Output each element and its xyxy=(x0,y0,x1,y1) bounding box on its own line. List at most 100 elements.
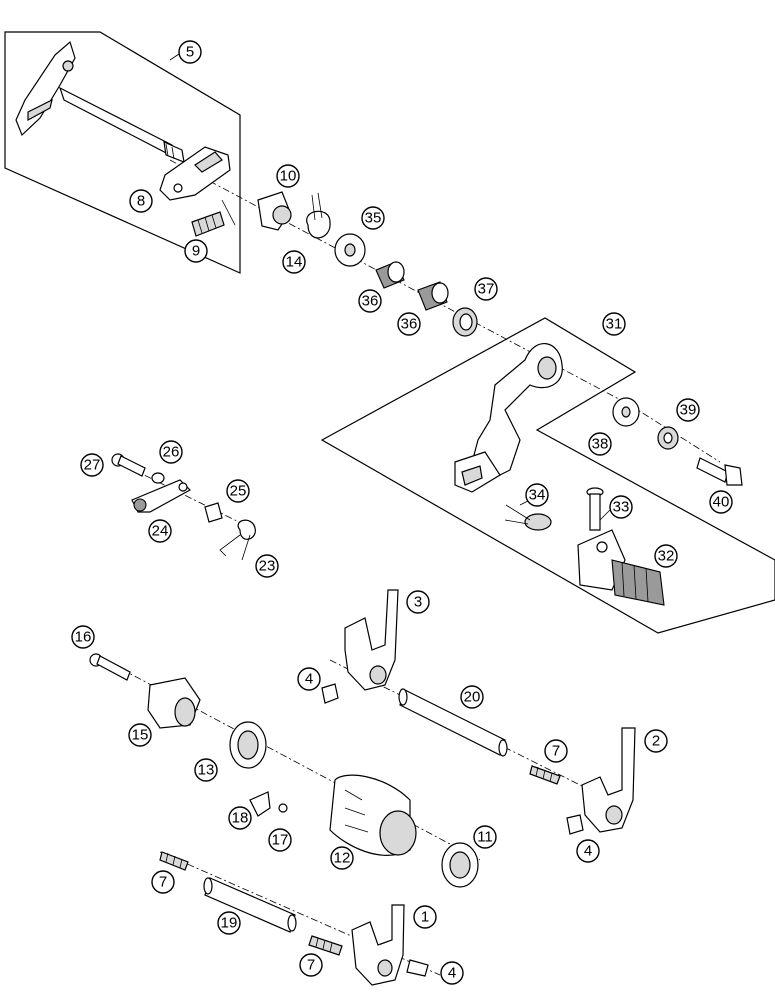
svg-text:9: 9 xyxy=(192,243,200,260)
callout-5[interactable]: 5 xyxy=(178,40,202,64)
svg-text:31: 31 xyxy=(606,316,623,333)
shift-lock-plate xyxy=(159,146,231,201)
svg-text:7: 7 xyxy=(159,874,167,891)
svg-text:40: 40 xyxy=(713,494,730,511)
callout-19[interactable]: 19 xyxy=(217,911,241,935)
svg-text:39: 39 xyxy=(680,402,697,419)
frame-shift-shaft-assembly xyxy=(4,31,241,274)
bolt-27 xyxy=(111,453,146,477)
callout-36a[interactable]: 36 xyxy=(358,289,382,313)
pin-33 xyxy=(586,487,604,531)
callout-13[interactable]: 13 xyxy=(194,758,218,782)
callout-4c[interactable]: 4 xyxy=(440,961,464,985)
svg-text:13: 13 xyxy=(198,762,215,779)
svg-text:26: 26 xyxy=(163,444,180,461)
svg-text:32: 32 xyxy=(658,548,675,565)
spring-7b xyxy=(159,851,189,871)
callout-18[interactable]: 18 xyxy=(228,806,252,830)
callout-39[interactable]: 39 xyxy=(676,398,700,422)
shift-rail-19 xyxy=(203,877,297,933)
svg-text:24: 24 xyxy=(152,523,169,540)
detent-18 xyxy=(249,791,271,817)
callout-3[interactable]: 3 xyxy=(406,590,430,614)
svg-text:20: 20 xyxy=(464,689,481,706)
svg-text:5: 5 xyxy=(186,44,194,61)
spring-clip-14 xyxy=(306,192,331,239)
needle-bearing-36b xyxy=(417,281,449,311)
svg-text:7: 7 xyxy=(307,957,315,974)
callout-36b[interactable]: 36 xyxy=(397,312,421,336)
svg-text:15: 15 xyxy=(132,727,149,744)
shift-lever xyxy=(454,342,563,493)
svg-text:8: 8 xyxy=(137,193,145,210)
callout-33[interactable]: 33 xyxy=(609,495,633,519)
svg-text:25: 25 xyxy=(230,483,247,500)
callout-38[interactable]: 38 xyxy=(588,432,612,456)
callout-9[interactable]: 9 xyxy=(184,239,208,263)
callout-27[interactable]: 27 xyxy=(80,453,104,477)
callout-23[interactable]: 23 xyxy=(255,554,279,578)
guide-pin-4c xyxy=(406,959,429,977)
screw-17 xyxy=(278,803,288,813)
svg-text:27: 27 xyxy=(84,457,101,474)
shift-fork-2 xyxy=(581,727,636,833)
svg-text:14: 14 xyxy=(286,254,303,271)
callout-34[interactable]: 34 xyxy=(525,483,549,507)
callout-7c[interactable]: 7 xyxy=(299,953,323,977)
callout-8[interactable]: 8 xyxy=(129,189,153,213)
guide-pin-4b xyxy=(566,814,584,835)
spring-9 xyxy=(191,211,225,237)
bearing-13 xyxy=(229,721,267,769)
callout-20[interactable]: 20 xyxy=(460,685,484,709)
svg-text:2: 2 xyxy=(652,733,660,750)
callout-24[interactable]: 24 xyxy=(148,519,172,543)
callout-11[interactable]: 11 xyxy=(473,825,497,849)
callout-40[interactable]: 40 xyxy=(709,490,733,514)
callout-32[interactable]: 32 xyxy=(654,544,678,568)
shift-fork-1 xyxy=(351,904,405,986)
callout-26[interactable]: 26 xyxy=(159,440,183,464)
callout-25[interactable]: 25 xyxy=(226,479,250,503)
shift-rail-20 xyxy=(398,688,508,757)
washer-35 xyxy=(334,233,366,267)
callout-37[interactable]: 37 xyxy=(474,277,498,301)
callout-2[interactable]: 2 xyxy=(644,729,668,753)
shift-fork-3 xyxy=(344,589,399,691)
callout-7b[interactable]: 7 xyxy=(151,870,175,894)
callout-7a[interactable]: 7 xyxy=(544,739,568,763)
seal-ring-37 xyxy=(452,307,478,337)
washer-26 xyxy=(151,472,165,484)
svg-text:10: 10 xyxy=(280,168,297,185)
shift-drum-locating-15 xyxy=(147,677,201,729)
svg-text:18: 18 xyxy=(232,810,249,827)
shift-shaft xyxy=(15,40,185,163)
svg-text:23: 23 xyxy=(259,558,276,575)
svg-text:4: 4 xyxy=(448,965,456,982)
bolt-16 xyxy=(89,653,131,681)
callout-31[interactable]: 31 xyxy=(602,312,626,336)
svg-text:34: 34 xyxy=(529,487,546,504)
svg-text:12: 12 xyxy=(334,850,351,867)
svg-text:17: 17 xyxy=(272,832,289,849)
callout-16[interactable]: 16 xyxy=(71,625,95,649)
svg-text:37: 37 xyxy=(478,281,495,298)
svg-text:1: 1 xyxy=(421,909,429,926)
callout-4b[interactable]: 4 xyxy=(576,839,600,863)
callout-10[interactable]: 10 xyxy=(276,164,300,188)
callout-17[interactable]: 17 xyxy=(268,828,292,852)
spring-7a xyxy=(529,765,561,785)
frame-shift-lever-assembly xyxy=(320,317,775,634)
svg-text:33: 33 xyxy=(613,499,630,516)
callout-14[interactable]: 14 xyxy=(282,250,306,274)
svg-text:4: 4 xyxy=(584,843,592,860)
locking-lever-24 xyxy=(131,479,191,513)
callout-1[interactable]: 1 xyxy=(413,905,437,929)
callout-15[interactable]: 15 xyxy=(128,723,152,747)
svg-text:4: 4 xyxy=(305,671,313,688)
callout-12[interactable]: 12 xyxy=(330,846,354,870)
shift-drum-12 xyxy=(329,774,417,856)
washer-38 xyxy=(612,397,640,427)
svg-text:7: 7 xyxy=(552,743,560,760)
callout-35[interactable]: 35 xyxy=(361,206,385,230)
callout-4a[interactable]: 4 xyxy=(297,667,321,691)
